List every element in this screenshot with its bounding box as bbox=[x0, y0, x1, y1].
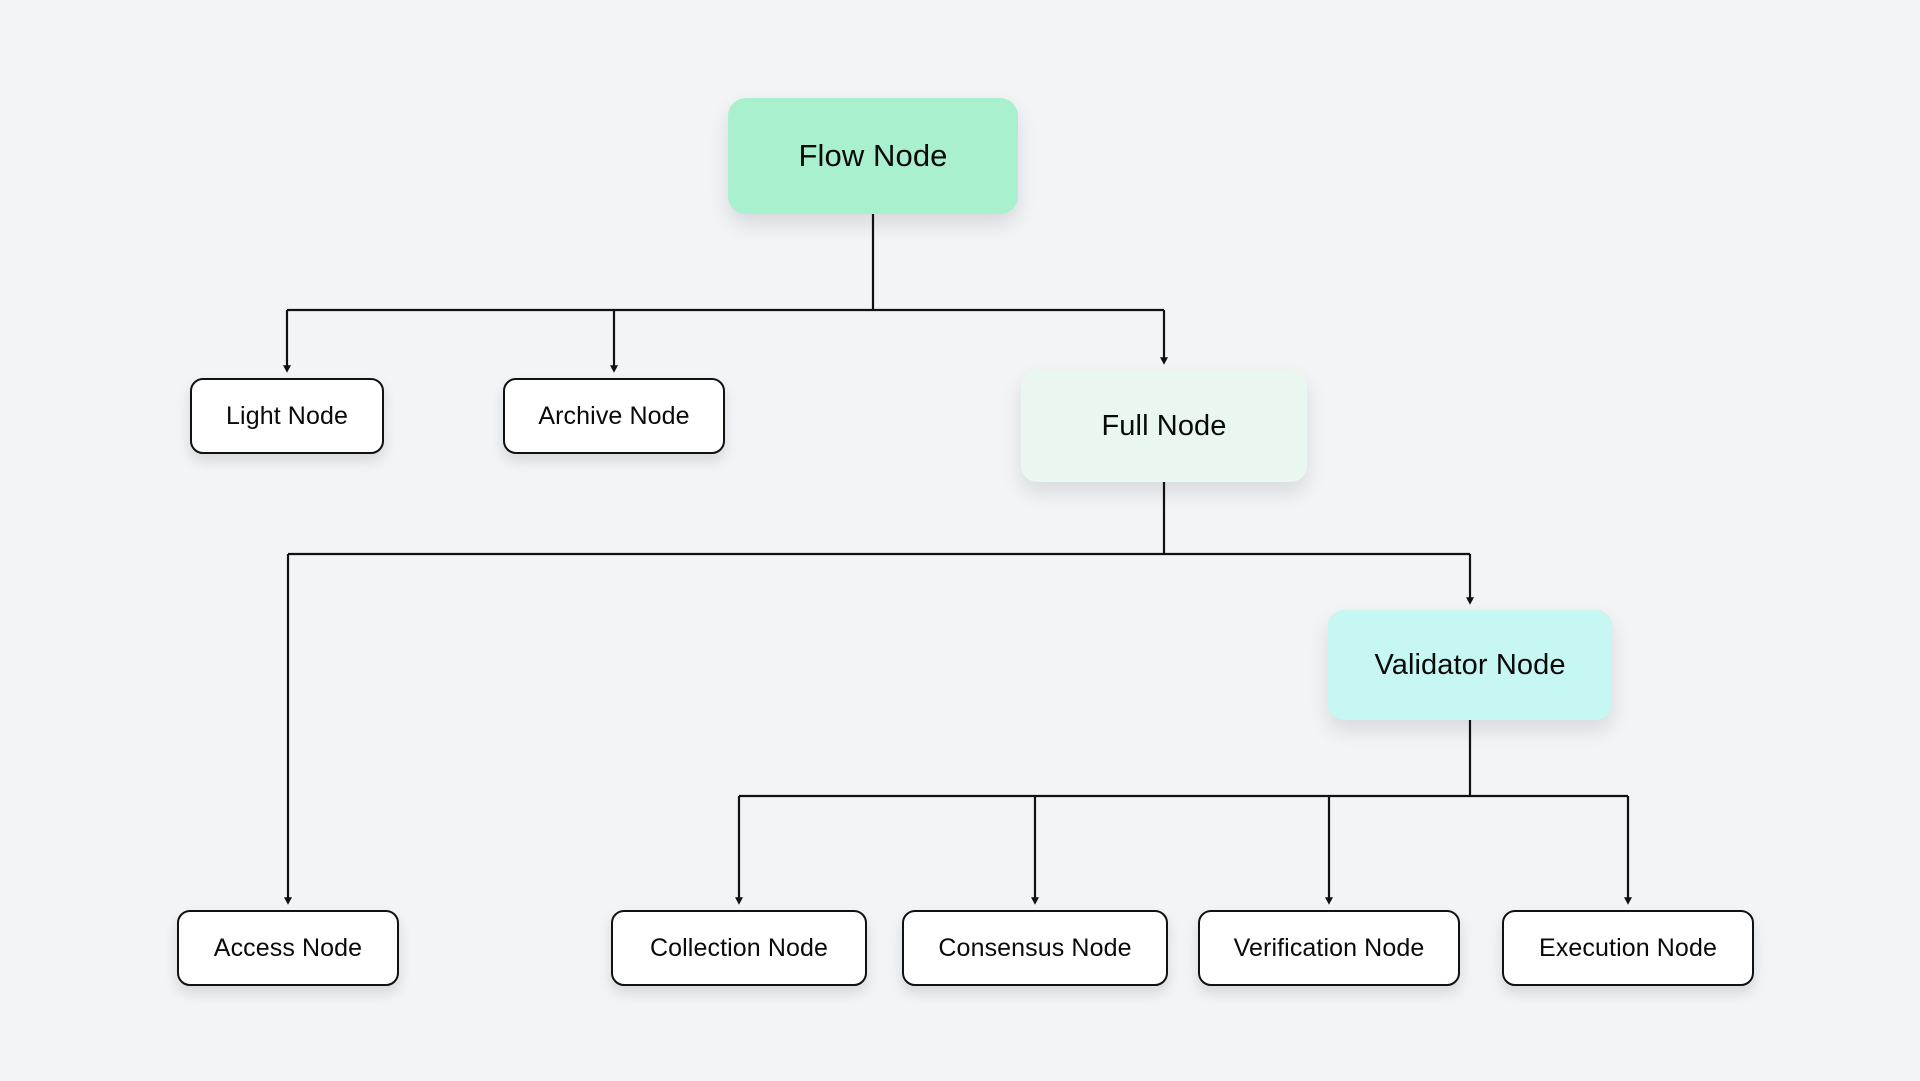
node-label: Light Node bbox=[226, 401, 348, 430]
node-label: Verification Node bbox=[1233, 933, 1425, 962]
node-light-node[interactable]: Light Node bbox=[190, 378, 384, 454]
node-validator-node[interactable]: Validator Node bbox=[1328, 610, 1612, 720]
node-label: Collection Node bbox=[650, 933, 828, 962]
node-archive-node[interactable]: Archive Node bbox=[503, 378, 725, 454]
node-label: Full Node bbox=[1101, 409, 1227, 442]
node-label: Execution Node bbox=[1539, 933, 1717, 962]
node-consensus-node[interactable]: Consensus Node bbox=[902, 910, 1168, 986]
node-label: Validator Node bbox=[1374, 648, 1566, 681]
node-full-node[interactable]: Full Node bbox=[1021, 370, 1307, 482]
node-execution-node[interactable]: Execution Node bbox=[1502, 910, 1754, 986]
node-collection-node[interactable]: Collection Node bbox=[611, 910, 867, 986]
node-label: Archive Node bbox=[538, 401, 690, 430]
node-verification-node[interactable]: Verification Node bbox=[1198, 910, 1460, 986]
node-flow-node[interactable]: Flow Node bbox=[728, 98, 1018, 214]
node-label: Access Node bbox=[213, 933, 363, 962]
node-label: Consensus Node bbox=[938, 933, 1132, 962]
connector-paths bbox=[283, 214, 1633, 905]
node-access-node[interactable]: Access Node bbox=[177, 910, 399, 986]
node-label: Flow Node bbox=[798, 138, 948, 173]
